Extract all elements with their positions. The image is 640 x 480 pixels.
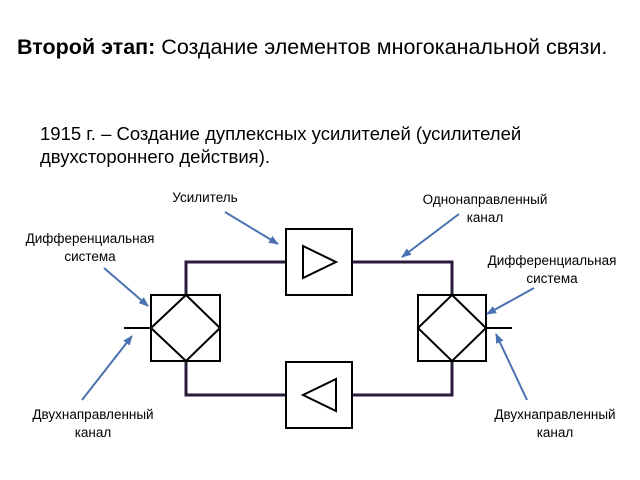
label-one-way-channel: Однонаправленный канал <box>400 191 570 227</box>
diff-system-right <box>416 293 488 363</box>
label-amplifier: Усилитель <box>150 189 260 207</box>
top-wire-right <box>352 260 454 295</box>
amplifier-triangle-left-icon <box>300 377 337 413</box>
amplifier-top <box>285 228 353 296</box>
label-two-way-right-line2: канал <box>536 425 574 440</box>
amplifier-triangle-right-icon <box>302 244 339 280</box>
label-two-way-right-line1: Двухнаправленный <box>494 407 616 422</box>
label-two-way-channel-right: Двухнаправленный канал <box>473 406 637 442</box>
label-diff-left-line1: Дифференциальная <box>25 231 155 246</box>
slide-title: Второй этап: Создание элементов многокан… <box>17 34 632 61</box>
callout-arrows <box>81 211 535 401</box>
bottom-wire-right <box>352 361 454 397</box>
title-rest: Создание элементов многоканальной связи. <box>155 35 608 59</box>
label-diff-system-left: Дифференциальная система <box>5 230 175 266</box>
amplifier-bottom <box>285 361 353 429</box>
label-diff-right-line2: система <box>526 271 578 286</box>
label-diff-left-line2: система <box>64 249 116 264</box>
wires <box>184 260 454 397</box>
arrow-two-way-left <box>81 335 133 401</box>
label-one-way-line1: Однонаправленный <box>422 192 548 207</box>
label-one-way-line2: канал <box>466 210 504 225</box>
arrow-one-way-channel <box>401 213 460 258</box>
label-diff-system-right: Дифференциальная система <box>466 252 638 288</box>
arrow-amplifier <box>224 211 279 245</box>
slide-subtitle: 1915 г. – Создание дуплексных усилителей… <box>40 123 522 167</box>
top-wire-left <box>184 260 286 295</box>
arrow-two-way-right <box>495 333 528 401</box>
diff-system-left <box>149 293 222 363</box>
label-diff-right-line1: Дифференциальная <box>487 253 617 268</box>
title-bold: Второй этап: <box>17 35 156 59</box>
bottom-wire-left <box>184 361 286 397</box>
label-two-way-left-line2: канал <box>74 425 112 440</box>
label-two-way-left-line1: Двухнаправленный <box>32 407 154 422</box>
arrow-diff-system-right <box>486 287 535 315</box>
label-two-way-channel-left: Двухнаправленный канал <box>8 406 178 442</box>
arrow-diff-system-left <box>103 267 149 307</box>
label-amplifier-text: Усилитель <box>172 190 238 205</box>
